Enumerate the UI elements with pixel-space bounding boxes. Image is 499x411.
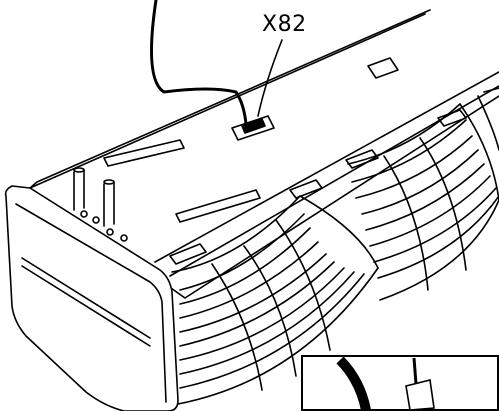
detail-inset bbox=[301, 355, 499, 411]
top-panel-rail-1 bbox=[103, 139, 185, 167]
callout-leader bbox=[257, 39, 283, 117]
grille-clips bbox=[169, 109, 467, 265]
cable bbox=[150, 0, 248, 126]
unit-end-cap-slot bbox=[21, 257, 151, 347]
cover-plate bbox=[367, 57, 399, 79]
unit-end-cap bbox=[4, 185, 179, 411]
connector-port bbox=[231, 115, 275, 141]
grille-section-2 bbox=[347, 103, 499, 301]
unit-rear-edge bbox=[29, 9, 431, 189]
unit-end-cap-inner bbox=[15, 203, 167, 403]
grille-section-1 bbox=[171, 195, 379, 405]
grille-section-3 bbox=[477, 87, 499, 151]
inset-connector-wire bbox=[412, 357, 418, 385]
top-panel-rail-2 bbox=[175, 189, 261, 223]
pipe-stubs bbox=[73, 167, 128, 242]
inset-cable bbox=[336, 356, 371, 411]
callout-label-x82: X82 bbox=[262, 12, 307, 37]
inset-connector bbox=[405, 379, 435, 411]
connector-plug bbox=[241, 118, 266, 134]
